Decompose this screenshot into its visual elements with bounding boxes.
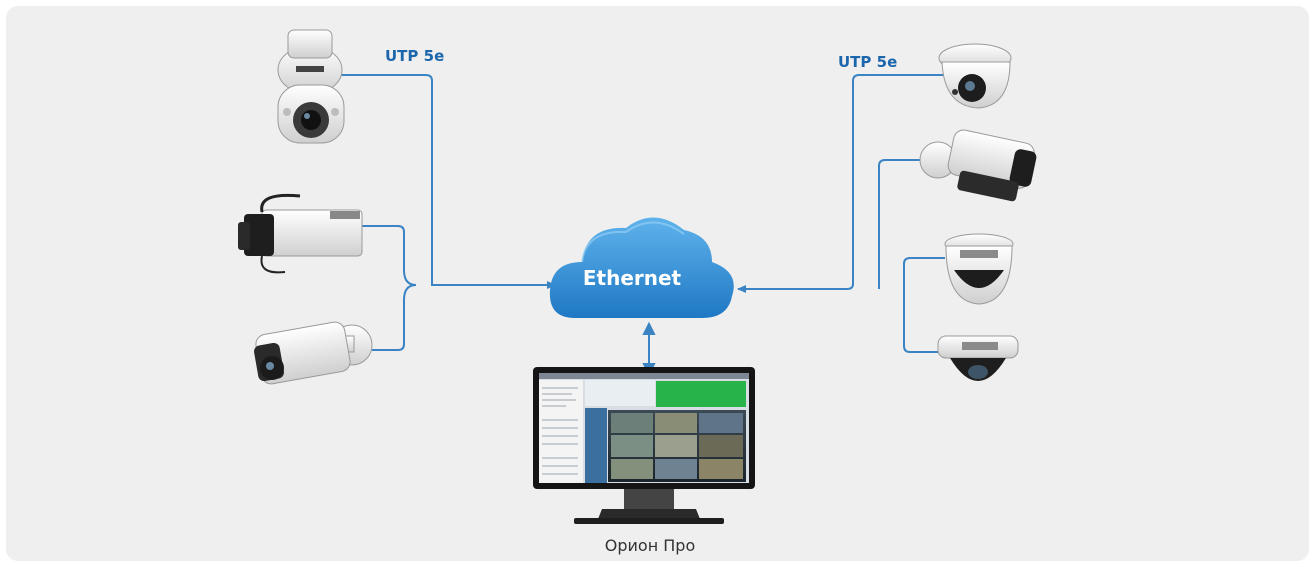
right-cables [737,74,945,353]
left-cables [340,74,556,351]
bullet-camera-icon [254,321,373,385]
workstation-label: Орион Про [604,536,696,555]
ptz-camera-icon [277,29,345,144]
ethernet-label: Ethernet [582,266,682,290]
link-label-right: UTP 5e [838,53,898,71]
monitor-icon [533,367,755,524]
box-camera-icon [238,193,363,274]
turret-camera-icon [938,43,1012,109]
dome-camera-icon [944,233,1014,305]
bullet-camera-right-icon [919,129,1037,202]
link-label-left: UTP 5e [385,47,445,65]
ethernet-cloud [549,217,734,318]
video-tiles [611,413,743,479]
dome-camera-bottom-icon [937,335,1019,381]
